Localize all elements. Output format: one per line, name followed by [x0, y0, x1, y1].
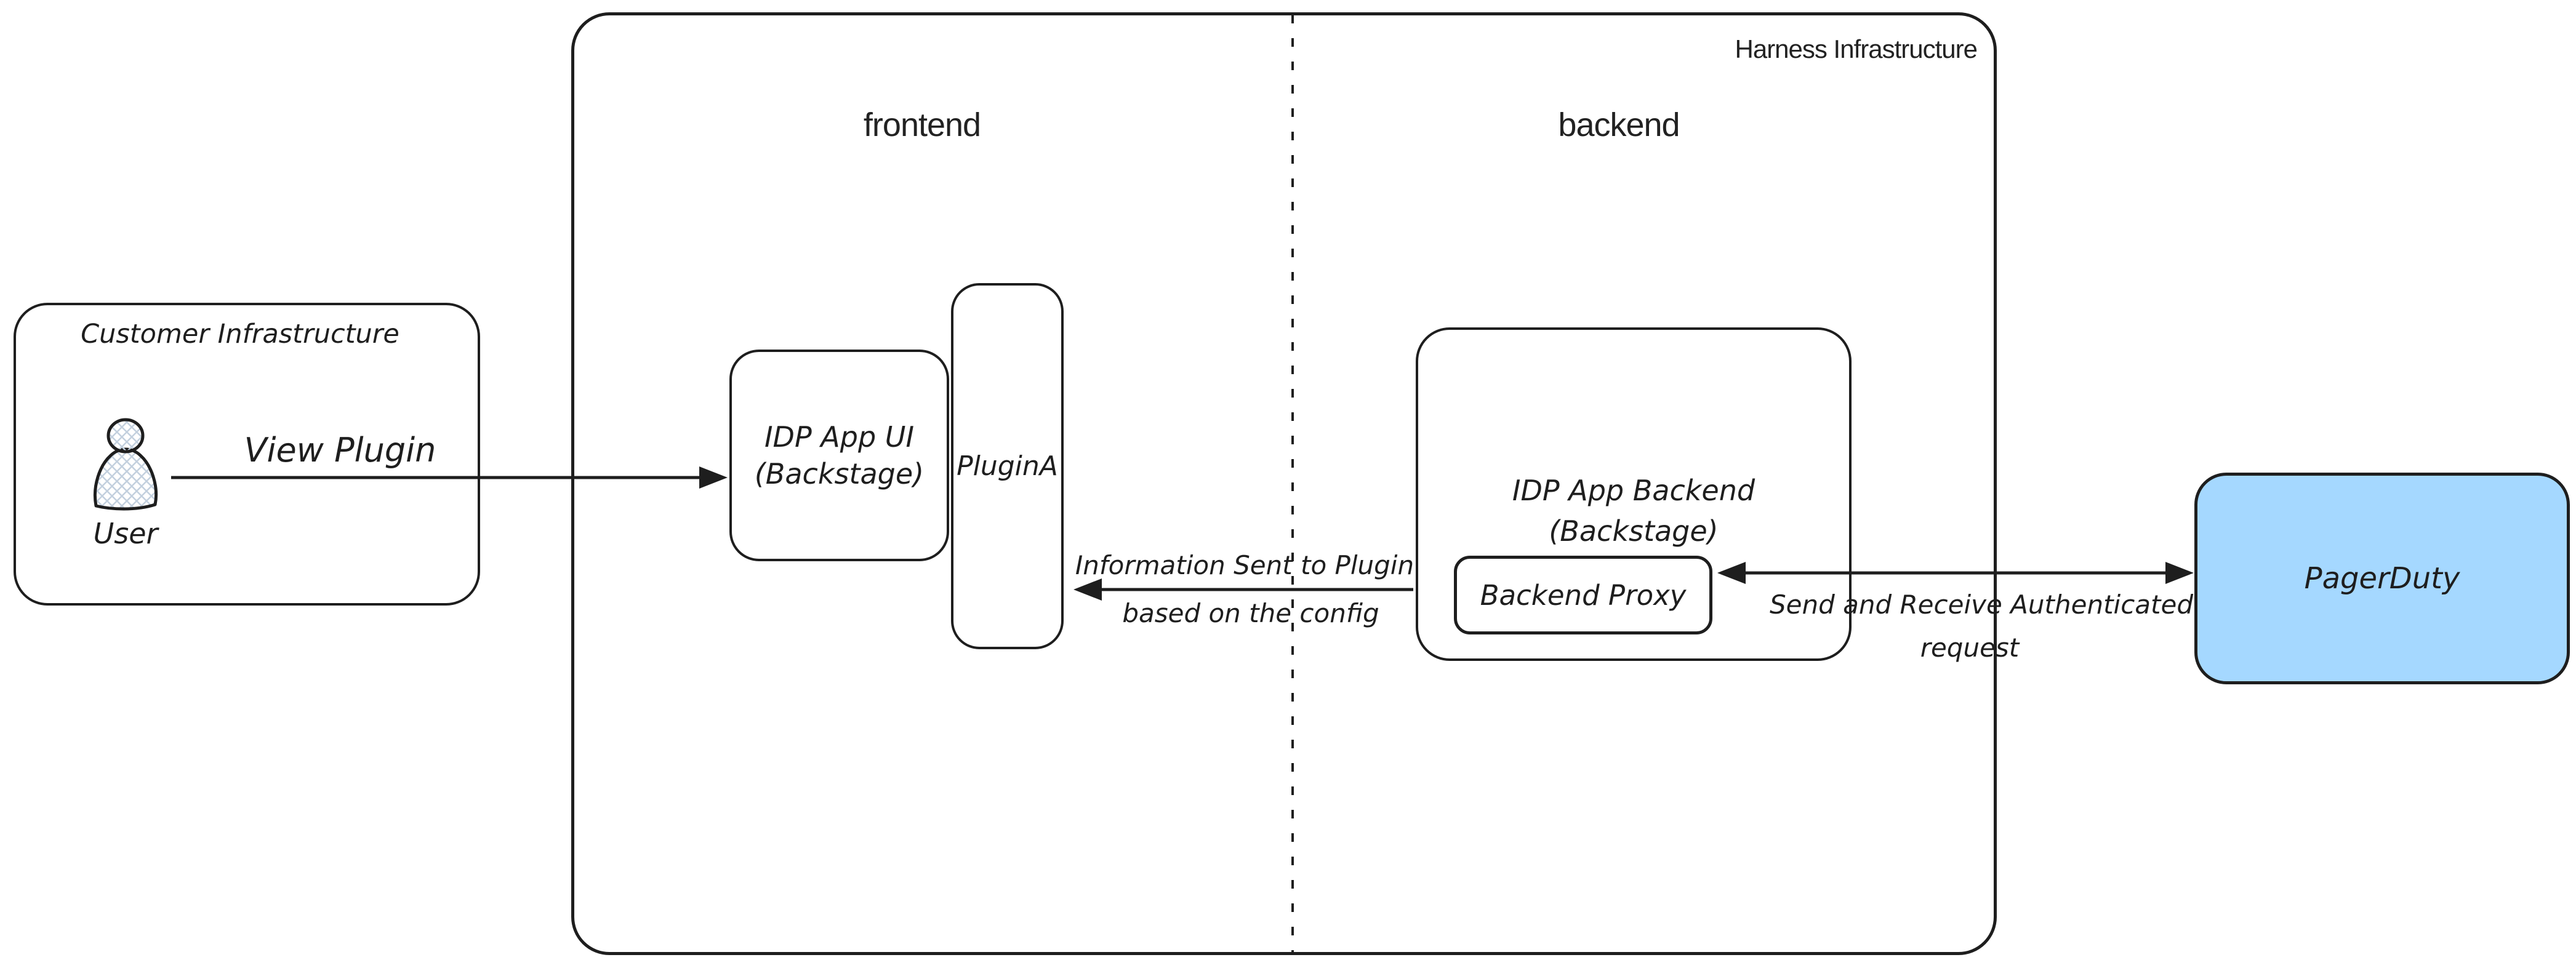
idp-app-backend-label: IDP App Backend (Backstage) [1416, 470, 1852, 551]
customer-infrastructure-title: Customer Infrastructure [81, 319, 399, 350]
plugin-a-box [951, 283, 1064, 649]
pagerduty-label: PagerDuty [2304, 561, 2460, 596]
customer-infrastructure-box [14, 303, 480, 606]
auth-request-arrow-label-line1: Send and Receive Authenticated [1770, 590, 2193, 620]
idp-app-backend-line2: (Backstage) [1549, 514, 1719, 548]
plugin-a-label: PluginA [957, 450, 1058, 482]
pagerduty-box [2194, 473, 2570, 684]
backend-section-label: backend [1558, 106, 1680, 143]
backend-proxy-label: Backend Proxy [1480, 578, 1687, 612]
user-label: User [93, 517, 158, 550]
backend-proxy-box [1454, 556, 1712, 634]
idp-app-backend-line1: IDP App Backend [1512, 474, 1755, 507]
idp-app-ui-line1: IDP App UI [764, 420, 915, 454]
view-plugin-arrow-label: View Plugin [244, 431, 436, 470]
frontend-section-label: frontend [863, 106, 981, 143]
idp-app-ui-line2: (Backstage) [754, 457, 925, 490]
idp-app-ui-label: IDP App UI (Backstage) [729, 350, 949, 561]
auth-request-arrow-label-line2: request [1920, 633, 2020, 663]
info-sent-arrow-label-line1: Information Sent to Plugin [1075, 550, 1414, 580]
info-sent-arrow-label-line2: based on the config [1122, 598, 1379, 628]
idp-app-ui-box [729, 350, 949, 561]
harness-infrastructure-title: Harness Infrastructure [1735, 34, 1978, 63]
